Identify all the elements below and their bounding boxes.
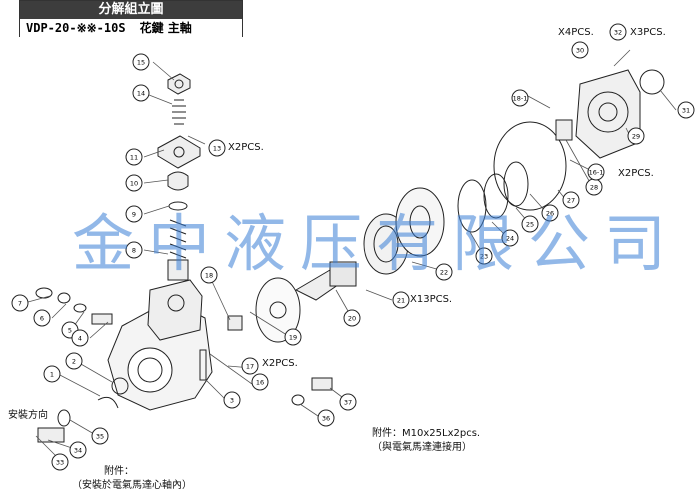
part-16: 16 (256, 379, 264, 387)
part-9: 9 (132, 211, 136, 219)
part-23: 23 (480, 253, 488, 261)
part-21: 21 (397, 297, 405, 305)
part-36: 36 (322, 415, 330, 423)
part-24: 24 (506, 235, 514, 243)
part-27: 27 (567, 197, 575, 205)
part-22: 22 (440, 269, 448, 277)
part-30: 30 (576, 47, 584, 55)
part-18-1: 18-1 (513, 95, 528, 103)
part-11: 11 (130, 154, 138, 162)
note-x2-17: X2PCS. (262, 358, 298, 369)
part-17: 17 (246, 363, 254, 371)
part-3: 3 (230, 397, 234, 405)
part-5: 5 (68, 327, 72, 335)
part-10: 10 (130, 180, 138, 188)
accessory-left-title: 附件： (104, 466, 134, 477)
part-26: 26 (546, 210, 554, 218)
part-25: 25 (526, 221, 534, 229)
note-x2-13: X2PCS. (228, 142, 264, 153)
model-description: 花鍵 主軸 (139, 21, 192, 35)
note-x13: X13PCS. (410, 294, 453, 305)
note-x4: X4PCS. (558, 27, 594, 38)
part-33: 33 (56, 459, 64, 467)
title-box: 分解組立圖 VDP-20-※※-10S 花鍵 主軸 (19, 0, 243, 37)
accessory-right-note: （與電氣馬達連接用） (372, 442, 472, 453)
model-number: VDP-20-※※-10S (26, 21, 126, 35)
part-6: 6 (40, 315, 44, 323)
part-19: 19 (289, 334, 297, 342)
diagram-title: 分解組立圖 (20, 1, 242, 19)
note-x3: X3PCS. (630, 27, 666, 38)
part-number-labels: 15 14 13 11 10 9 8 18 19 20 21 22 23 24 … (18, 29, 690, 467)
shaft-rotor (227, 261, 357, 343)
note-x2-16-1: X2PCS. (618, 168, 654, 179)
part-1: 1 (50, 371, 54, 379)
part-34: 34 (74, 447, 82, 455)
accessory-right-title: 附件：M10x25Lx2pcs. (372, 428, 481, 439)
end-cover (555, 69, 665, 159)
part-16-1: 16-1 (589, 169, 604, 177)
part-18: 18 (205, 272, 213, 280)
cam-ring-plates (363, 121, 567, 275)
part-37: 37 (344, 399, 352, 407)
model-row: VDP-20-※※-10S 花鍵 主軸 (20, 19, 242, 37)
install-direction-label: 安裝方向 (8, 410, 48, 421)
part-15: 15 (137, 59, 145, 67)
part-29: 29 (632, 133, 640, 141)
accessory-bolts (291, 377, 333, 406)
part-8: 8 (132, 247, 136, 255)
part-20: 20 (348, 315, 356, 323)
part-2: 2 (72, 358, 76, 366)
part-35: 35 (96, 433, 104, 441)
part-31: 31 (682, 107, 690, 115)
part-14: 14 (137, 90, 145, 98)
pump-body (107, 279, 213, 411)
accessory-left-note: （安裝於電氣馬達心軸內） (72, 480, 192, 491)
part-4: 4 (78, 335, 82, 343)
part-13: 13 (213, 145, 221, 153)
watermark: 金中液压有限公司 (72, 207, 681, 280)
valve-stack (157, 73, 201, 281)
left-small-parts (35, 287, 129, 443)
part-7: 7 (18, 300, 22, 308)
part-28: 28 (590, 184, 598, 192)
part-number-circles (11, 23, 695, 471)
part-32: 32 (614, 29, 622, 37)
